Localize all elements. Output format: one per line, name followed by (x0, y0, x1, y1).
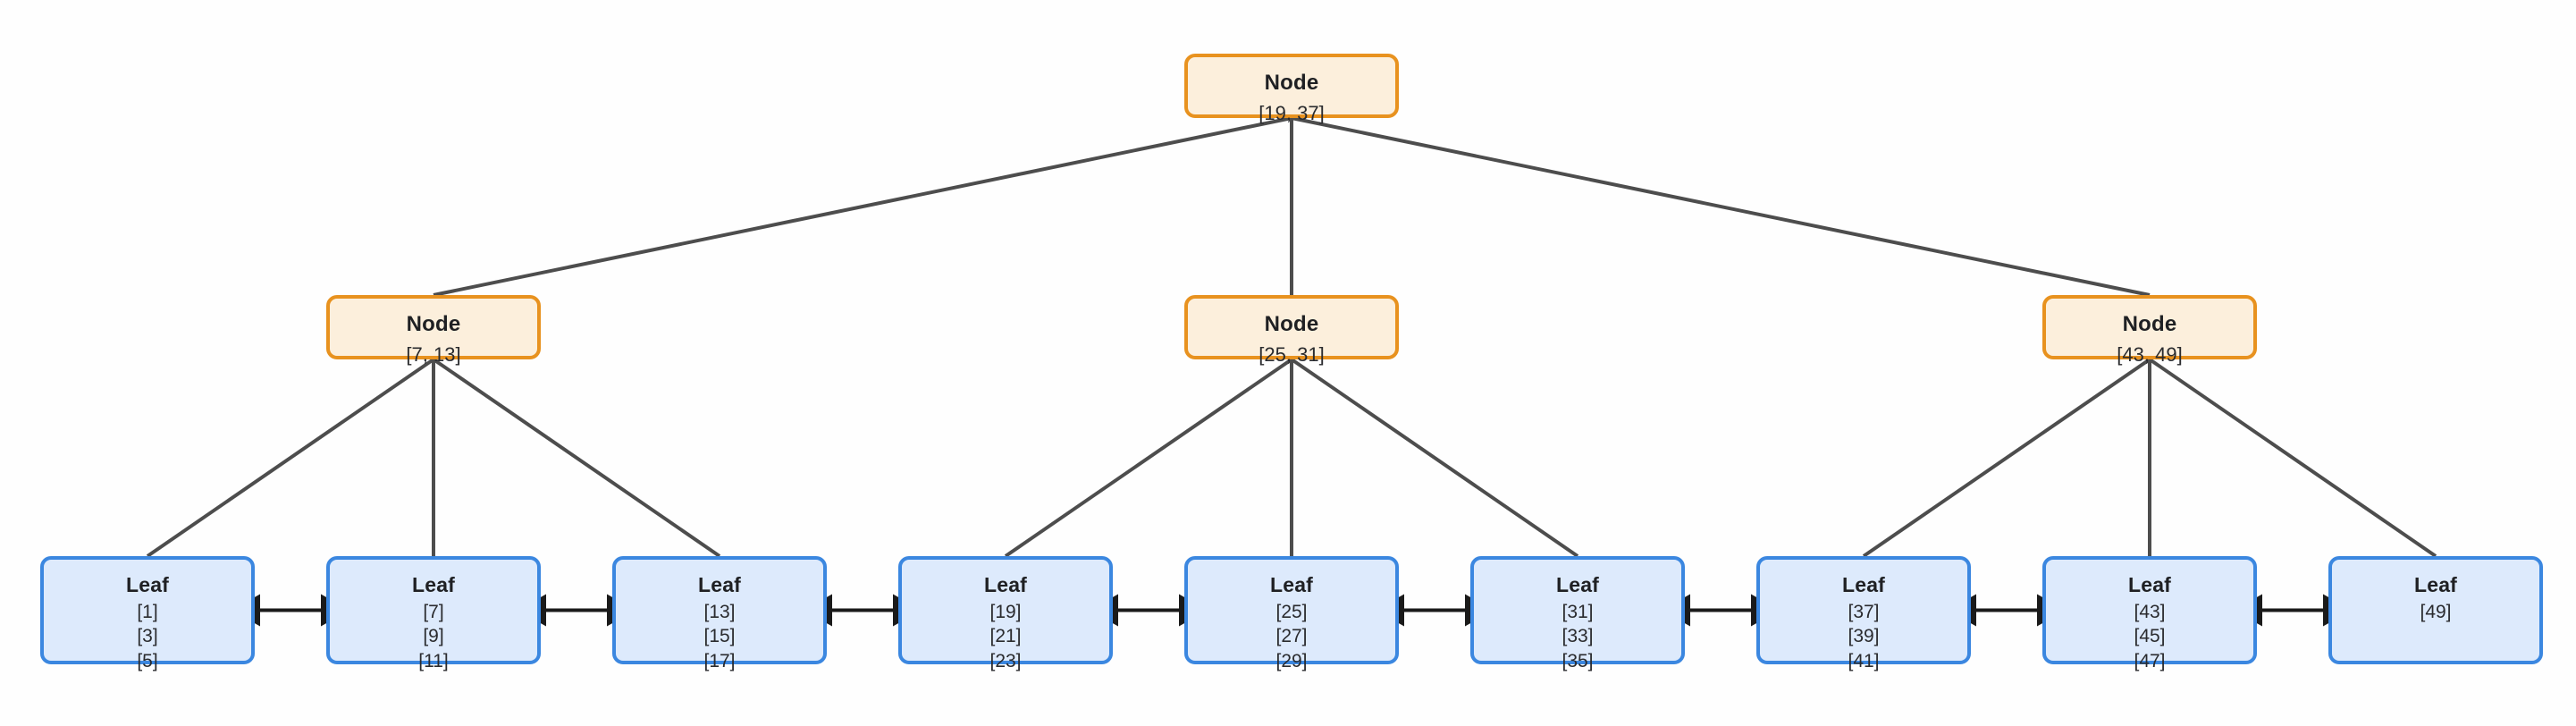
leaf-node-7[interactable]: Leaf [43] [45] [47] (2042, 556, 2257, 671)
leaf-key-list: [1] [3] [5] (137, 600, 157, 674)
leaf-key: [31] (1562, 601, 1594, 622)
leaf-node-1[interactable]: Leaf [7] [9] [11] (326, 556, 541, 671)
tree-edge (1291, 116, 2151, 297)
internal-node-0[interactable]: Node [7, 13] (326, 295, 541, 366)
internal-node-1[interactable]: Node [25, 31] (1184, 295, 1399, 366)
leaf-key-list: [25] [27] [29] (1275, 600, 1307, 674)
leaf-node-3[interactable]: Leaf [19] [21] [23] (898, 556, 1113, 671)
tree-edge (2148, 358, 2437, 558)
leaf-node-4[interactable]: Leaf [25] [27] [29] (1184, 556, 1399, 671)
leaf-key-list: [7] [9] [11] (418, 600, 448, 674)
node-key-range: [25, 31] (1259, 343, 1325, 366)
leaf-key: [1] (137, 601, 158, 622)
leaf-key: [25] (1275, 601, 1308, 622)
leaf-key: [21] (989, 626, 1022, 647)
leaf-key: [29] (1275, 651, 1308, 672)
node-key-range: [43, 49] (2117, 343, 2183, 366)
leaf-node-2[interactable]: Leaf [13] [15] [17] (612, 556, 827, 671)
leaf-label: Leaf (1269, 573, 1314, 596)
leaf-key: [9] (423, 626, 444, 647)
node-key-range: [7, 13] (406, 343, 461, 366)
node-label: Node (2122, 312, 2177, 336)
internal-node-2[interactable]: Node [43, 49] (2042, 295, 2257, 366)
leaf-label: Leaf (411, 573, 456, 596)
leaf-key: [47] (2134, 651, 2166, 672)
leaf-label: Leaf (983, 573, 1028, 596)
leaf-key: [27] (1275, 626, 1308, 647)
leaf-label: Leaf (1841, 573, 1886, 596)
leaf-key: [37] (1848, 601, 1880, 622)
leaf-label: Leaf (1555, 573, 1600, 596)
leaf-label: Leaf (2413, 573, 2458, 596)
leaf-node-5[interactable]: Leaf [31] [33] [35] (1470, 556, 1685, 671)
leaf-key-list: [13] [15] [17] (703, 600, 735, 674)
leaf-key-list: [19] [21] [23] (989, 600, 1021, 674)
leaf-key: [39] (1848, 626, 1880, 647)
leaf-key: [7] (423, 601, 444, 622)
leaf-key-list: [31] [33] [35] (1562, 600, 1593, 674)
node-key-range: [19, 37] (1259, 102, 1325, 124)
leaf-key: [43] (2134, 601, 2166, 622)
leaf-key: [35] (1562, 651, 1594, 672)
leaf-label: Leaf (697, 573, 742, 596)
tree-edge (146, 358, 435, 558)
leaf-key: [23] (989, 651, 1022, 672)
leaf-key: [17] (703, 651, 736, 672)
leaf-key-list: [49] (2420, 600, 2451, 625)
leaf-key: [11] (418, 651, 449, 672)
node-label: Node (1264, 312, 1319, 336)
leaf-key-list: [37] [39] [41] (1848, 600, 1879, 674)
leaf-label: Leaf (125, 573, 170, 596)
node-label: Node (1264, 71, 1319, 95)
leaf-key-list: [43] [45] [47] (2134, 600, 2165, 674)
leaf-key: [3] (137, 626, 158, 647)
leaf-key: [49] (2420, 601, 2452, 622)
leaf-node-8[interactable]: Leaf [49] (2328, 556, 2543, 664)
leaf-key: [5] (137, 651, 158, 672)
leaf-key: [19] (989, 601, 1022, 622)
leaf-node-0[interactable]: Leaf [1] [3] [5] (40, 556, 255, 671)
tree-edge (432, 358, 721, 558)
leaf-label: Leaf (2127, 573, 2172, 596)
tree-edge (1004, 358, 1293, 558)
leaf-key: [45] (2134, 626, 2166, 647)
tree-edge (433, 116, 1292, 297)
root-node[interactable]: Node [19, 37] (1184, 54, 1399, 124)
tree-edge (1862, 358, 2151, 558)
leaf-node-6[interactable]: Leaf [37] [39] [41] (1756, 556, 1971, 671)
leaf-key: [13] (703, 601, 736, 622)
tree-edge (1290, 358, 1579, 558)
leaf-key: [41] (1848, 651, 1880, 672)
leaf-key: [15] (703, 626, 736, 647)
node-label: Node (406, 312, 461, 336)
leaf-key: [33] (1562, 626, 1594, 647)
